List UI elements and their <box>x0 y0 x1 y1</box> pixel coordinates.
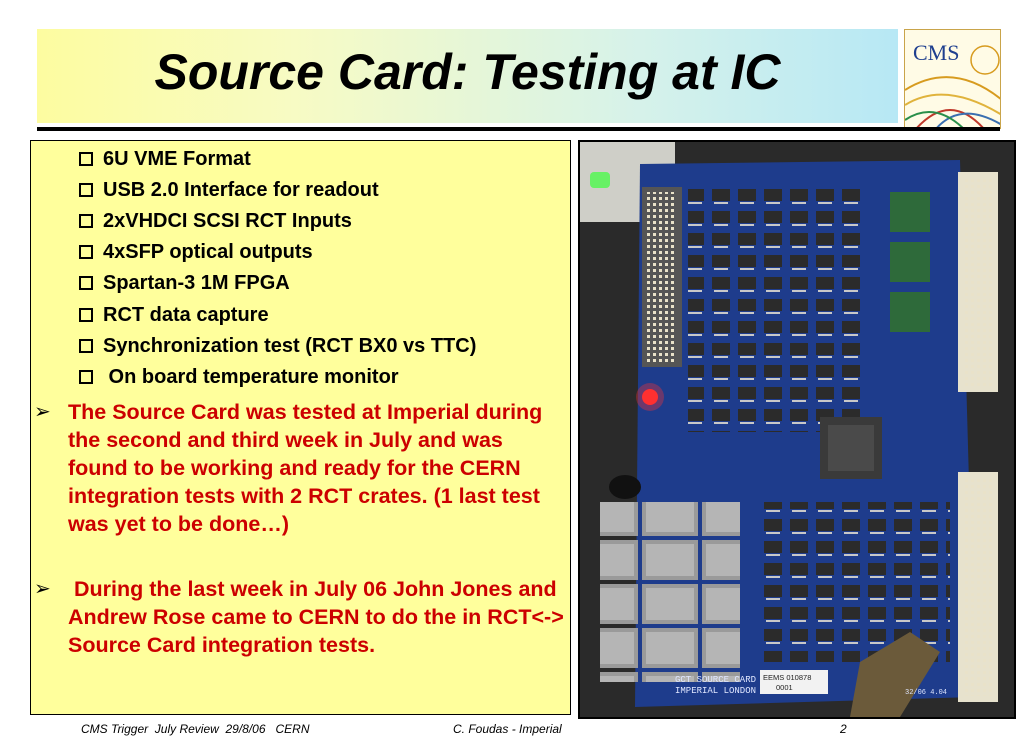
cms-logo-text: CMS <box>913 40 959 65</box>
pcb-label-2: IMPERIAL LONDON <box>675 686 756 696</box>
footer-center: C. Foudas - Imperial <box>453 722 562 736</box>
arrow-bullet-icon: ➢ <box>34 401 51 423</box>
checkbox-bullet-icon <box>79 183 93 197</box>
bullet-item: 2xVHDCI SCSI RCT Inputs <box>79 209 352 233</box>
bullet-text: On board temperature monitor <box>103 366 399 388</box>
bullet-text: Spartan-3 1M FPGA <box>103 272 290 294</box>
footer-left: CMS Trigger July Review 29/8/06 CERN <box>81 722 310 736</box>
title-banner: Source Card: Testing at IC <box>37 29 898 123</box>
page-number: 2 <box>840 722 847 736</box>
slide-title: Source Card: Testing at IC <box>154 44 781 100</box>
paragraph-integration-tests: During the last week in July 06 John Jon… <box>68 577 570 657</box>
checkbox-bullet-icon <box>79 308 93 322</box>
checkbox-bullet-icon <box>79 276 93 290</box>
checkbox-bullet-icon <box>79 152 93 166</box>
source-card-photo: GCT SOURCE CARD IMPERIAL LONDON EEMS 010… <box>578 140 1016 719</box>
bullet-item: Spartan-3 1M FPGA <box>79 271 290 295</box>
bullet-text: 6U VME Format <box>103 148 251 170</box>
checkbox-bullet-icon <box>79 214 93 228</box>
cms-logo: CMS <box>904 29 1001 129</box>
bullet-item: 6U VME Format <box>79 147 251 171</box>
bullet-text: RCT data capture <box>103 304 269 326</box>
bullet-text: USB 2.0 Interface for readout <box>103 179 379 201</box>
cms-logo-graphic: CMS <box>905 30 1000 128</box>
bullet-text: 2xVHDCI SCSI RCT Inputs <box>103 210 352 232</box>
checkbox-bullet-icon <box>79 245 93 259</box>
checkbox-bullet-icon <box>79 370 93 384</box>
sticker-text-2: 0001 <box>776 683 793 692</box>
pcb-illustration: GCT SOURCE CARD IMPERIAL LONDON EEMS 010… <box>580 142 1014 717</box>
bullet-item: Synchronization test (RCT BX0 vs TTC) <box>79 334 476 358</box>
bullet-item: On board temperature monitor <box>79 365 399 389</box>
pcb-corner-text: 32/06 4.04 <box>905 689 947 697</box>
pcb-label-1: GCT SOURCE CARD <box>675 675 756 685</box>
bullet-item: USB 2.0 Interface for readout <box>79 178 379 202</box>
bullet-text: 4xSFP optical outputs <box>103 241 313 263</box>
checkbox-bullet-icon <box>79 339 93 353</box>
bullet-item: RCT data capture <box>79 303 269 327</box>
sticker-text-1: EEMS 010878 <box>763 673 811 682</box>
bullet-item: 4xSFP optical outputs <box>79 240 313 264</box>
bullet-text: Synchronization test (RCT BX0 vs TTC) <box>103 335 477 357</box>
paragraph-source-card-tested: The Source Card was tested at Imperial d… <box>68 400 543 536</box>
arrow-bullet-icon: ➢ <box>34 578 51 600</box>
content-box <box>30 140 571 715</box>
title-rule <box>37 127 1000 131</box>
